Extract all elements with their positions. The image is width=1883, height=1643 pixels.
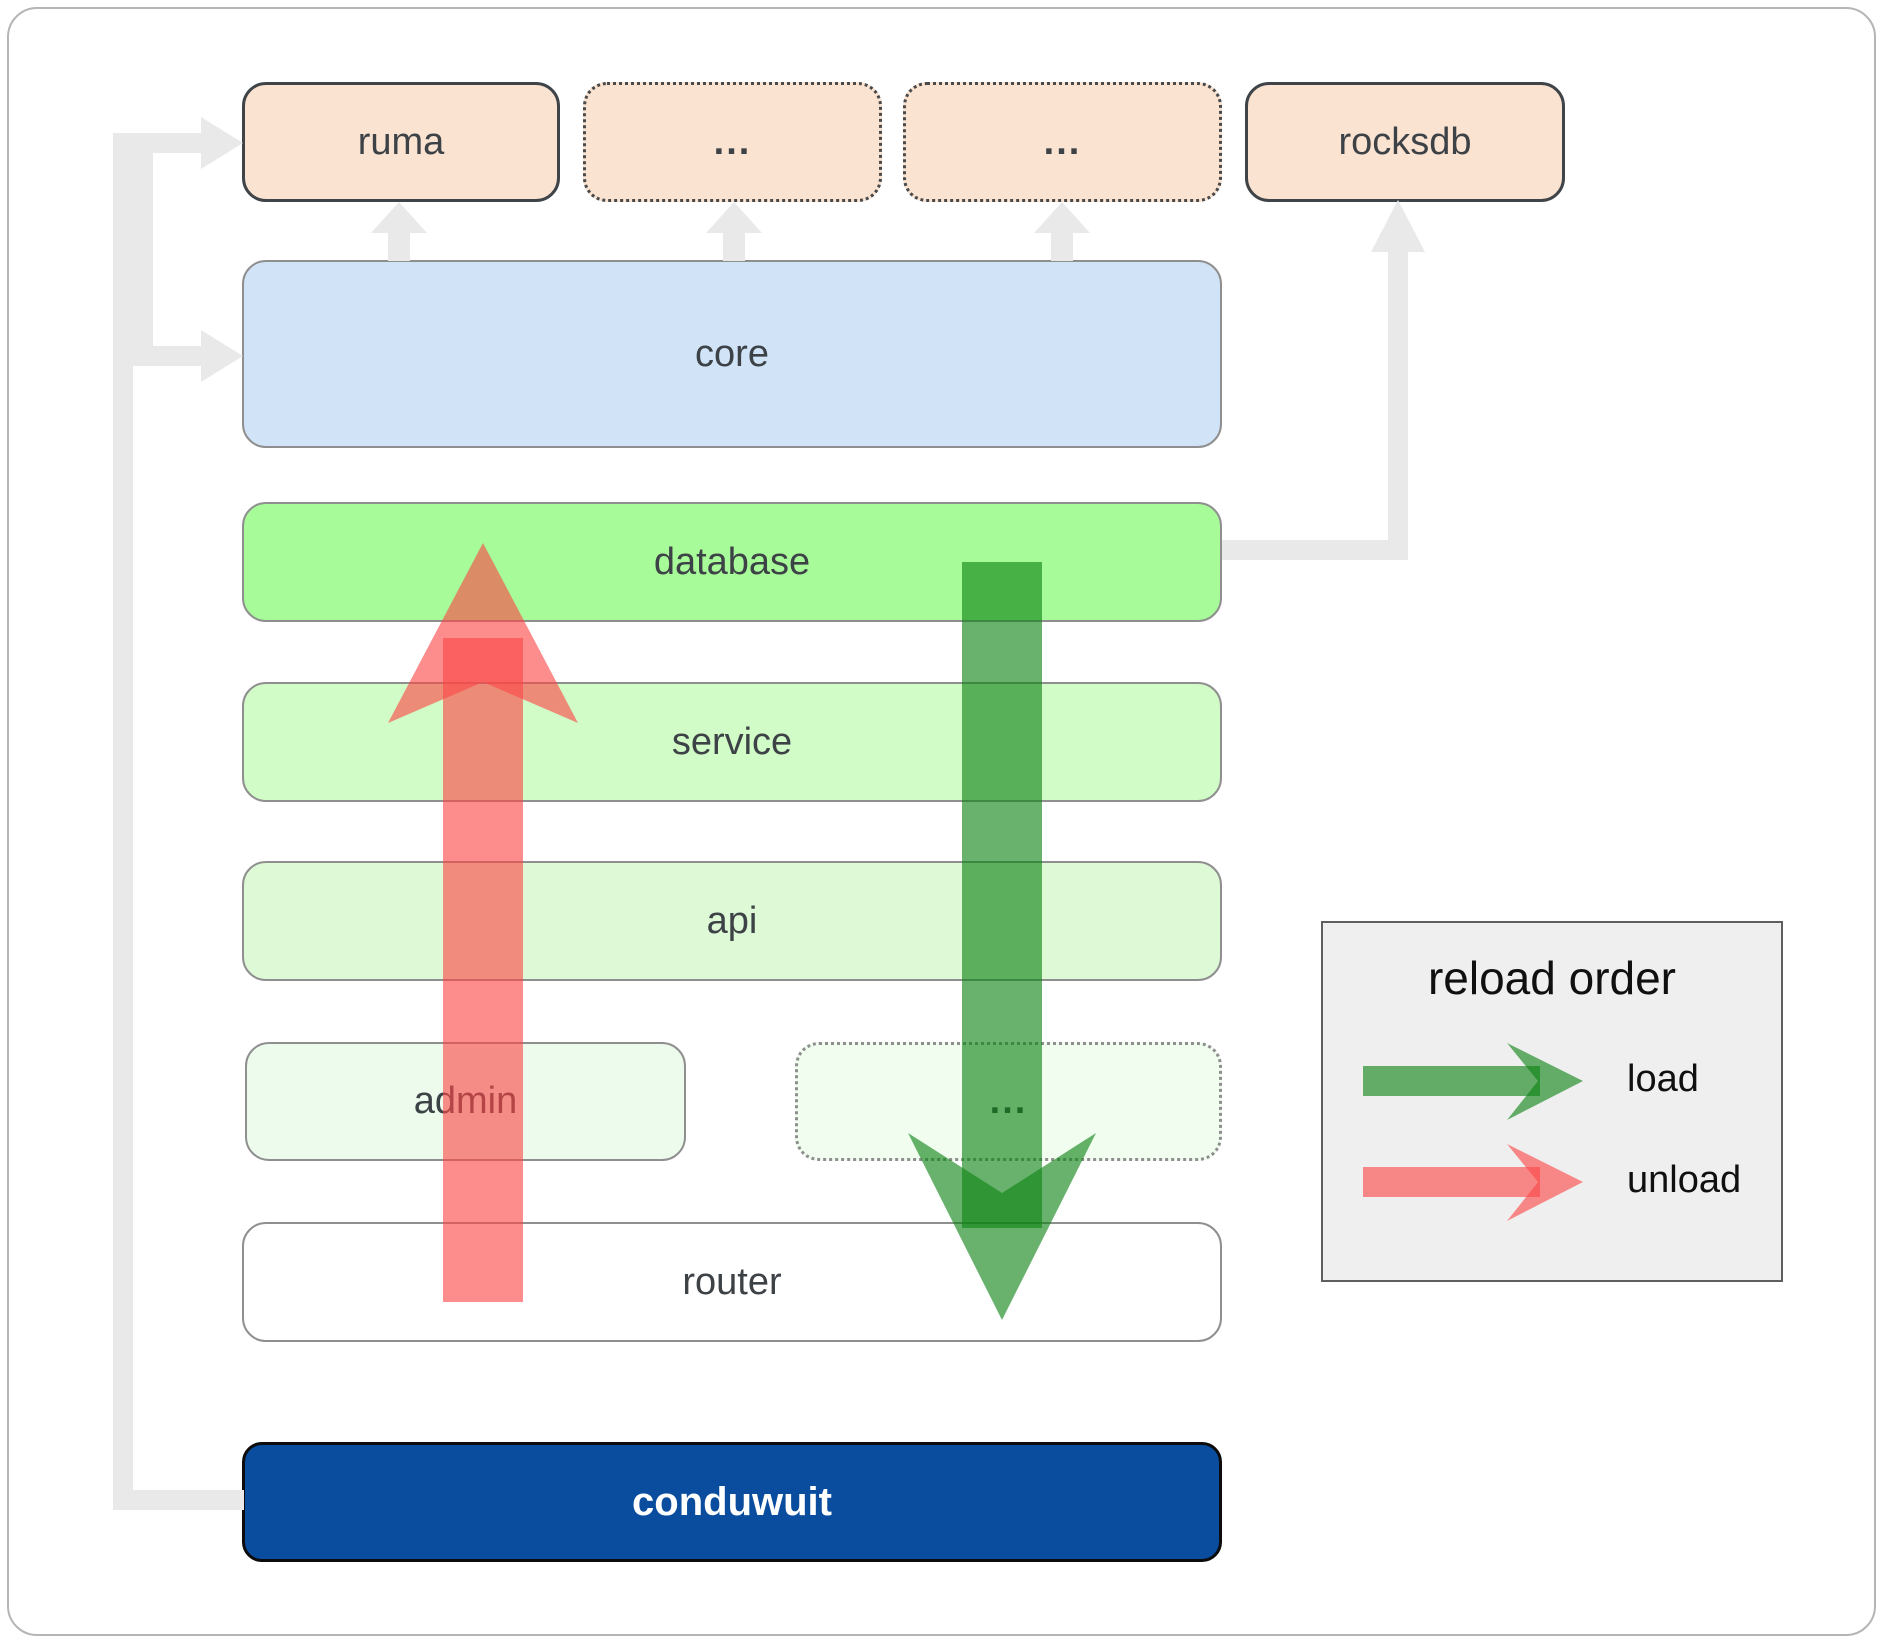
layer-router: router <box>242 1222 1222 1342</box>
page-border <box>7 7 1876 1636</box>
legend-load-label: load <box>1627 1058 1699 1100</box>
legend-unload-label: unload <box>1627 1159 1742 1201</box>
node-rocksdb: rocksdb <box>1245 82 1565 202</box>
layer-admin: admin <box>245 1042 686 1161</box>
layer-router-label: router <box>682 1260 782 1303</box>
node-dependency-other-1: ... <box>583 82 882 202</box>
layer-core-label: core <box>695 332 769 375</box>
layer-api-label: api <box>706 899 758 942</box>
layer-service-label: service <box>671 720 793 763</box>
node-dependency-other-2: ... <box>903 82 1222 202</box>
node-conduwuit-label: conduwuit <box>632 1479 832 1524</box>
layer-service-other: ... <box>795 1042 1222 1161</box>
node-ruma: ruma <box>242 82 560 202</box>
layer-service-other-label: ... <box>989 1080 1028 1122</box>
layer-api: api <box>242 861 1222 981</box>
node-dependency-other-1-label: ... <box>713 120 752 163</box>
node-dependency-other-2-label: ... <box>1043 120 1082 163</box>
node-conduwuit: conduwuit <box>242 1442 1222 1562</box>
node-ruma-label: ruma <box>357 120 445 163</box>
layer-database-label: database <box>653 540 811 583</box>
layer-service: service <box>242 682 1222 802</box>
legend-panel: reload order <box>1321 921 1783 1282</box>
layer-database: database <box>242 502 1222 622</box>
layer-admin-label: admin <box>413 1080 518 1122</box>
legend-title: reload order <box>1427 952 1677 1004</box>
layer-core: core <box>242 260 1222 448</box>
node-rocksdb-label: rocksdb <box>1338 120 1472 163</box>
